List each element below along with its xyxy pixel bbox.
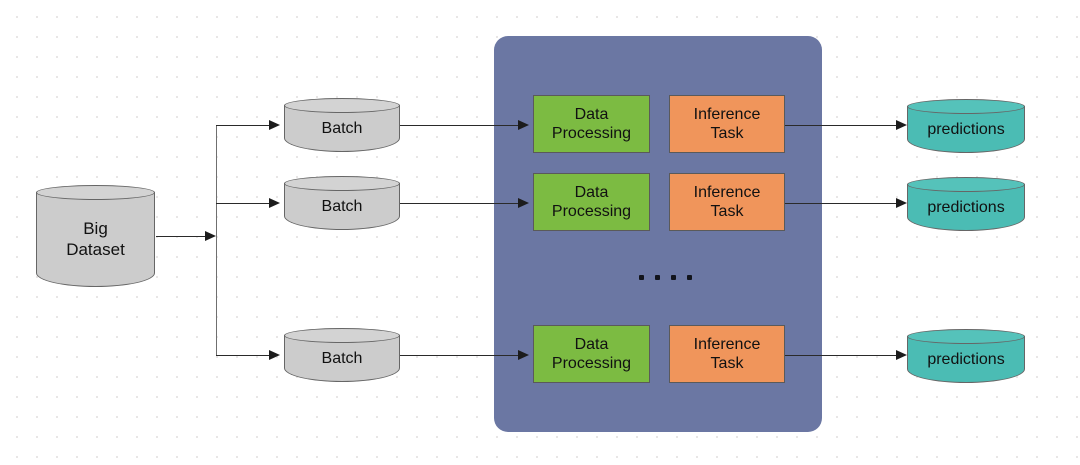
data-processing-box-2[interactable]: Data Processing — [533, 173, 650, 231]
batch-label-3: Batch — [321, 349, 363, 367]
predictions-label-3: predictions — [927, 350, 1005, 368]
arrow-inference-1-to-predictions-1 — [785, 125, 897, 126]
cylinder-body — [36, 192, 155, 287]
arrow-batch-1-to-processing-1 — [400, 125, 519, 126]
predictions-cylinder-2: predictions — [907, 177, 1025, 231]
arrowhead-branch-to-batch-3 — [269, 350, 280, 360]
cylinder-top — [284, 176, 400, 191]
arrow-inference-2-to-predictions-2 — [785, 203, 897, 204]
cylinder-top — [36, 185, 155, 200]
arrowhead-batch-1-to-processing-1 — [518, 120, 529, 130]
arrowhead-batch-2-to-processing-2 — [518, 198, 529, 208]
arrow-batch-3-to-processing-3 — [400, 355, 519, 356]
cylinder-top — [284, 98, 400, 113]
ellipsis-dot — [639, 275, 644, 280]
batch-cylinder-3: Batch — [284, 328, 400, 382]
predictions-cylinder-1: predictions — [907, 99, 1025, 153]
arrow-batch-2-to-processing-2 — [400, 203, 519, 204]
arrow-branch-to-batch-2 — [216, 203, 270, 204]
predictions-label-2: predictions — [927, 198, 1005, 216]
branch-spine — [216, 125, 217, 355]
cylinder-top — [907, 99, 1025, 114]
data-processing-box-3[interactable]: Data Processing — [533, 325, 650, 383]
inference-task-box-1[interactable]: Inference Task — [669, 95, 785, 153]
ellipsis-more-pipelines — [639, 275, 692, 280]
batch-label-1: Batch — [321, 119, 363, 137]
predictions-cylinder-3: predictions — [907, 329, 1025, 383]
cylinder-top — [907, 329, 1025, 344]
inference-task-box-2[interactable]: Inference Task — [669, 173, 785, 231]
inference-task-box-3[interactable]: Inference Task — [669, 325, 785, 383]
arrowhead-inference-1-to-predictions-1 — [896, 120, 907, 130]
arrow-source-to-branch — [156, 236, 206, 237]
cylinder-top — [907, 177, 1025, 192]
batch-cylinder-1: Batch — [284, 98, 400, 152]
ellipsis-dot — [655, 275, 660, 280]
arrow-inference-3-to-predictions-3 — [785, 355, 897, 356]
data-processing-box-1[interactable]: Data Processing — [533, 95, 650, 153]
arrow-branch-to-batch-1 — [216, 125, 270, 126]
predictions-label-1: predictions — [927, 120, 1005, 138]
arrow-branch-to-batch-3 — [216, 355, 270, 356]
ellipsis-dot — [687, 275, 692, 280]
big-dataset-cylinder: Big Dataset — [36, 185, 155, 287]
arrowhead-inference-3-to-predictions-3 — [896, 350, 907, 360]
arrowhead-branch-to-batch-1 — [269, 120, 280, 130]
arrowhead-source-to-branch — [205, 231, 216, 241]
ellipsis-dot — [671, 275, 676, 280]
arrowhead-batch-3-to-processing-3 — [518, 350, 529, 360]
arrowhead-inference-2-to-predictions-2 — [896, 198, 907, 208]
arrowhead-branch-to-batch-2 — [269, 198, 280, 208]
batch-label-2: Batch — [321, 197, 363, 215]
big-dataset-label: Big Dataset — [66, 219, 125, 259]
batch-cylinder-2: Batch — [284, 176, 400, 230]
cylinder-top — [284, 328, 400, 343]
